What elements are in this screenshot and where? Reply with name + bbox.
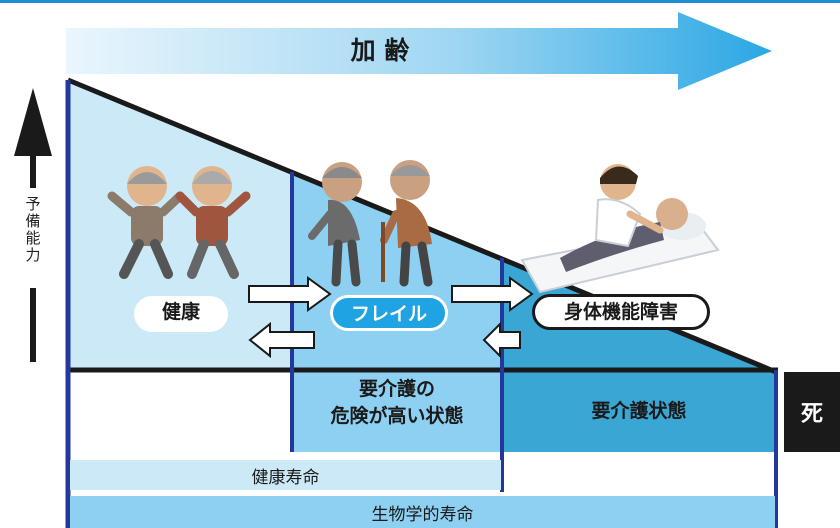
reserve-axis-shaft-top [30,154,36,188]
aging-label: 加 齢 [350,36,410,65]
reserve-capacity-char-1: 予 [25,195,41,213]
arrow-healthy-to-frailty [248,276,332,312]
at-risk-line-2: 危険が高い状態 [330,405,464,427]
at-risk-line-1: 要介護の [358,378,435,400]
disability-stage-label: 身体機能障害 [532,294,710,330]
biological-life-bar: 生物学的寿命 [70,496,775,528]
frailty-stage-label: フレイル [330,295,448,331]
reserve-capacity-char-3: 能 [25,229,41,247]
healthy-elderly-illustration [107,166,251,279]
aging-arrow [66,12,772,90]
reserve-capacity-char-2: 備 [25,212,41,230]
reserve-capacity-char-4: 力 [25,246,41,264]
reserve-axis-shaft-bottom [30,288,36,362]
care-illustration [520,164,720,294]
top-accent-line [0,0,840,3]
death-label: 死 [784,372,840,452]
at-risk-zone-label: 要介護の 危険が高い状態 [294,376,500,430]
frail-elderly-illustration [308,160,433,287]
healthy-stage-label: 健康 [134,296,228,332]
care-needed-zone-label: 要介護状態 [591,400,687,422]
reserve-axis-arrowhead [14,88,52,156]
at-risk-zone-bg [292,370,502,452]
arrow-frailty-to-healthy [248,321,315,359]
reserve-capacity-label: 予 備 能 力 [21,196,45,264]
healthy-life-bar: 健康寿命 [70,460,501,490]
healthy-zone [68,80,292,370]
arrow-frailty-to-disability [451,276,534,312]
arrow-disability-to-frailty [482,321,521,359]
care-needed-zone-bg [502,370,776,452]
